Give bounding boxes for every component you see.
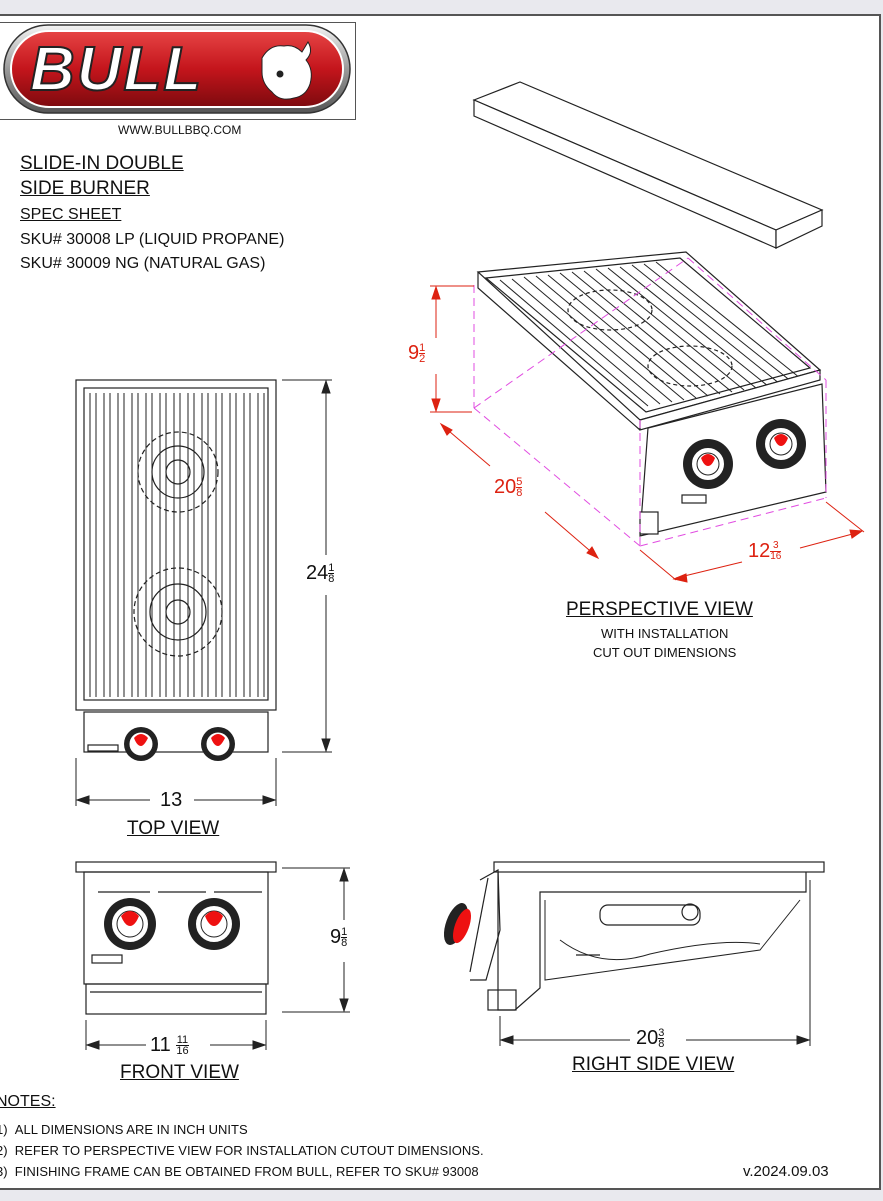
front-view-knob-left [104,898,156,950]
perspective-sub1: WITH INSTALLATION [601,626,729,641]
dim-num: 1 [328,562,335,575]
top-view-width-dim: 13 [160,789,183,811]
dim-whole: 9 [330,926,342,948]
spec-sheet-label: SPEC SHEET [20,206,122,223]
note-number: 1) [0,1122,8,1137]
dim-den: 8 [341,937,348,950]
front-view-drawing [75,861,277,1015]
dim-den: 8 [658,1038,665,1051]
dim-num: 3 [770,541,782,553]
note-item: 1) ALL DIMENSIONS ARE IN INCH UNITS [0,1122,248,1137]
note-item: 3) FINISHING FRAME CAN BE OBTAINED FROM … [0,1164,479,1179]
sku-lp: SKU# 30008 LP (LIQUID PROPANE) [20,231,285,248]
perspective-body [476,251,827,537]
bull-head-icon [261,41,312,100]
top-view-drawing [75,379,277,753]
perspective-view-title: PERSPECTIVE VIEW [566,599,753,620]
front-view-title: FRONT VIEW [120,1062,239,1083]
note-number: 2) [0,1143,8,1158]
top-view-title: TOP VIEW [127,818,220,839]
notes-heading: NOTES: [0,1093,56,1110]
side-view-knob [443,903,472,945]
dim-den: 8 [328,573,335,586]
version-label: v.2024.09.03 [743,1163,829,1180]
note-text: FINISHING FRAME CAN BE OBTAINED FROM BUL… [14,1164,479,1179]
top-view-knob-left [124,727,158,761]
top-view-dimensions [75,379,332,806]
dim-den: 16 [176,1045,189,1058]
side-view-dimensions [499,880,811,1046]
perspective-sub2: CUT OUT DIMENSIONS [593,645,737,660]
dim-den: 8 [516,487,523,500]
dim-whole: 9 [408,342,420,364]
perspective-dimensions [430,285,865,583]
website-url: WWW.BULLBBQ.COM [118,123,242,137]
dim-den: 2 [419,353,426,366]
side-view-drawing [469,861,825,1011]
side-view-title: RIGHT SIDE VIEW [572,1054,735,1075]
perspective-lid [472,81,824,249]
dim-whole: 11 [150,1034,171,1056]
dim-num: 1 [419,342,426,355]
note-number: 3) [0,1164,8,1179]
sku-ng: SKU# 30009 NG (NATURAL GAS) [20,255,266,272]
perspective-knob-right [756,419,806,469]
product-title-line2: SIDE BURNER [20,178,150,199]
logo-wordmark: BULL [30,35,203,104]
perspective-knob-left [683,439,733,489]
top-view-knob-right [201,727,235,761]
bull-logo: BULL [3,24,351,114]
dim-whole: 24 [306,562,329,584]
dim-whole: 20 [494,476,517,498]
dim-num: 1 [341,926,348,939]
dim-den: 16 [770,551,782,563]
front-view-knob-right [188,898,240,950]
dim-num: 3 [658,1027,665,1040]
note-item: 2) REFER TO PERSPECTIVE VIEW FOR INSTALL… [0,1143,484,1158]
note-text: REFER TO PERSPECTIVE VIEW FOR INSTALLATI… [14,1143,484,1158]
note-text: ALL DIMENSIONS ARE IN INCH UNITS [14,1122,248,1137]
dim-num: 11 [176,1034,189,1047]
perspective-cutout-outline [473,257,827,547]
front-view-dimensions [85,867,350,1050]
product-title-line1: SLIDE-IN DOUBLE [20,153,184,174]
dim-whole: 20 [636,1027,659,1049]
dim-num: 5 [516,476,523,489]
dim-whole: 12 [748,540,771,562]
